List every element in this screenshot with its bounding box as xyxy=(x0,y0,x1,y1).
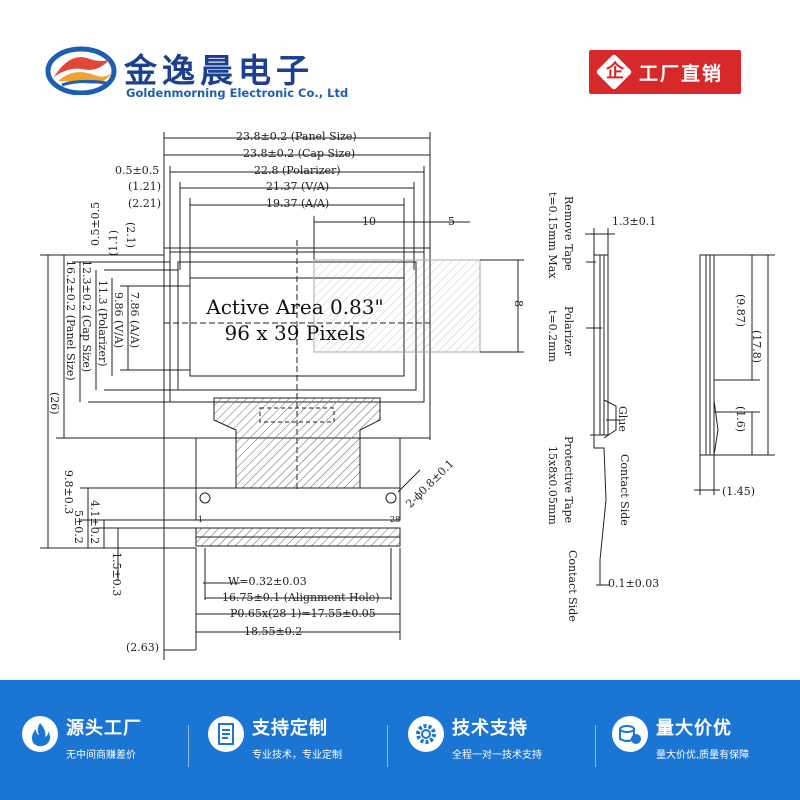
feature-subtitle: 无中间商赚差价 xyxy=(66,750,136,761)
pin-last: 28 xyxy=(390,515,401,524)
dim-pitch: P0.65x(28-1)=17.55±0.05 xyxy=(230,607,376,620)
company-name-en: Goldenmorning Electronic Co., Ltd xyxy=(126,86,349,100)
document-icon xyxy=(208,716,244,752)
dim-fpc-thickness: 0.1±0.03 xyxy=(608,577,660,590)
dim-alignment: 16.75±0.1 (Alignment Hole) xyxy=(222,591,380,604)
feature-source-factory: 源头工厂 无中间商赚差价 xyxy=(22,716,212,776)
pin-first: 1 xyxy=(198,515,204,524)
feature-title: 量大价优 xyxy=(656,718,732,739)
active-area-pixels: 96 x 39 Pixels xyxy=(224,321,366,345)
dim-145: (1.45) xyxy=(722,485,756,498)
dim-fpc-width: 18.55±0.2 xyxy=(244,625,303,638)
polarizer-label: Polarizer xyxy=(562,306,575,356)
feature-title: 技术支持 xyxy=(452,718,528,739)
divider xyxy=(595,725,596,767)
gear-icon xyxy=(408,716,444,752)
active-area-label: Active Area 0.83" 96 x 39 Pixels xyxy=(190,294,400,346)
dim-panel-size: 23.8±0.2 (Panel Size) xyxy=(236,130,357,143)
dim-thickness: 1.3±0.1 xyxy=(612,215,657,228)
company-logo-icon xyxy=(45,46,117,95)
dim-side: (2.63) xyxy=(126,641,160,654)
feature-tech-support: 技术支持 全程一对一技术支持 xyxy=(408,716,598,776)
feature-customization: 支持定制 专业技术，专业定制 xyxy=(208,716,398,776)
feature-subtitle: 量大价优,质量有保障 xyxy=(656,750,750,761)
dim-v-cap: 12.3±0.2 (Cap Size) xyxy=(80,260,93,373)
company-name-cn: 金逸晨电子 xyxy=(124,51,314,90)
contact-side-2: Contact Side xyxy=(566,550,579,622)
protective-tape-spec: 15x8x0.05mm xyxy=(546,446,559,525)
dim-tape-eight: 8 xyxy=(512,300,525,307)
dim-cap-size: 23.8±0.2 (Cap Size) xyxy=(243,147,356,160)
dim-va: 21.37 (V/A) xyxy=(266,180,330,193)
dim-v-5: 5±0.2 xyxy=(72,510,85,544)
feature-subtitle: 专业技术，专业定制 xyxy=(252,750,342,761)
dim-v-15: 1.5±0.3 xyxy=(110,552,123,597)
dim-v-41: 4.1±0.2 xyxy=(88,500,101,545)
dim-v-panel: 16.2±0.2 (Panel Size) xyxy=(64,260,77,381)
dim-v-total: (26) xyxy=(48,392,61,415)
footer-features: 源头工厂 无中间商赚差价 支持定制 专业技术，专业定制 技术支持 全程一对一技术… xyxy=(0,680,800,800)
dim-va-side: (1.21) xyxy=(128,180,162,193)
feature-subtitle: 全程一对一技术支持 xyxy=(452,750,542,761)
divider xyxy=(387,725,388,767)
drawing-lines xyxy=(40,132,775,660)
coins-icon xyxy=(612,716,648,752)
dim-ten: 10 xyxy=(362,215,376,228)
contact-side-1: Contact Side xyxy=(618,454,631,526)
dim-v-11: (1.1) xyxy=(107,229,120,256)
badge-icon-char: 企 xyxy=(606,61,624,82)
dim-178: (17.8) xyxy=(750,330,763,364)
technical-drawing: 23.8±0.2 (Panel Size) 23.8±0.2 (Cap Size… xyxy=(0,110,800,680)
remove-tape-label: Remove Tape xyxy=(562,196,575,271)
dim-987: (9.87) xyxy=(734,294,747,328)
feature-title: 支持定制 xyxy=(252,718,328,739)
factory-direct-badge: 企 工厂直销 xyxy=(589,50,741,94)
protective-tape-label: Protective Tape xyxy=(562,436,575,524)
dim-16: (1.6) xyxy=(734,406,747,433)
glue-label: Glue xyxy=(616,406,629,432)
feature-title: 源头工厂 xyxy=(66,718,142,739)
dim-v-polarizer: 11.3 (Polarizer) xyxy=(96,280,109,367)
header: 金逸晨电子 Goldenmorning Electronic Co., Ltd … xyxy=(0,0,800,110)
dim-polarizer-side: 0.5±0.5 xyxy=(115,164,160,177)
dim-five: 5 xyxy=(448,215,455,228)
feature-volume-price: 量大价优 量大价优,质量有保障 xyxy=(612,716,800,776)
dim-aa-side: (2.21) xyxy=(128,197,162,210)
polarizer-spec: t=0.2mm xyxy=(546,310,559,362)
dim-v-aa: 7.86 (A/A) xyxy=(128,292,141,349)
dim-v-98: 9.8±0.3 xyxy=(62,470,75,515)
active-area-size: Active Area 0.83" xyxy=(206,295,384,319)
remove-tape-spec: t=0.15mm Max xyxy=(546,192,559,279)
dim-polarizer: 22.8 (Polarizer) xyxy=(254,164,341,177)
badge-text: 工厂直销 xyxy=(639,63,724,85)
flame-icon xyxy=(22,716,58,752)
dim-aa: 19.37 (A/A) xyxy=(266,197,330,210)
dim-pin-width: W=0.32±0.03 xyxy=(228,575,307,588)
divider xyxy=(188,725,189,767)
dim-v-05: 0.5±0.5 xyxy=(89,201,102,246)
dim-v-va: 9.86 (V/A) xyxy=(112,292,125,349)
dim-v-21: (2.1) xyxy=(124,222,137,249)
